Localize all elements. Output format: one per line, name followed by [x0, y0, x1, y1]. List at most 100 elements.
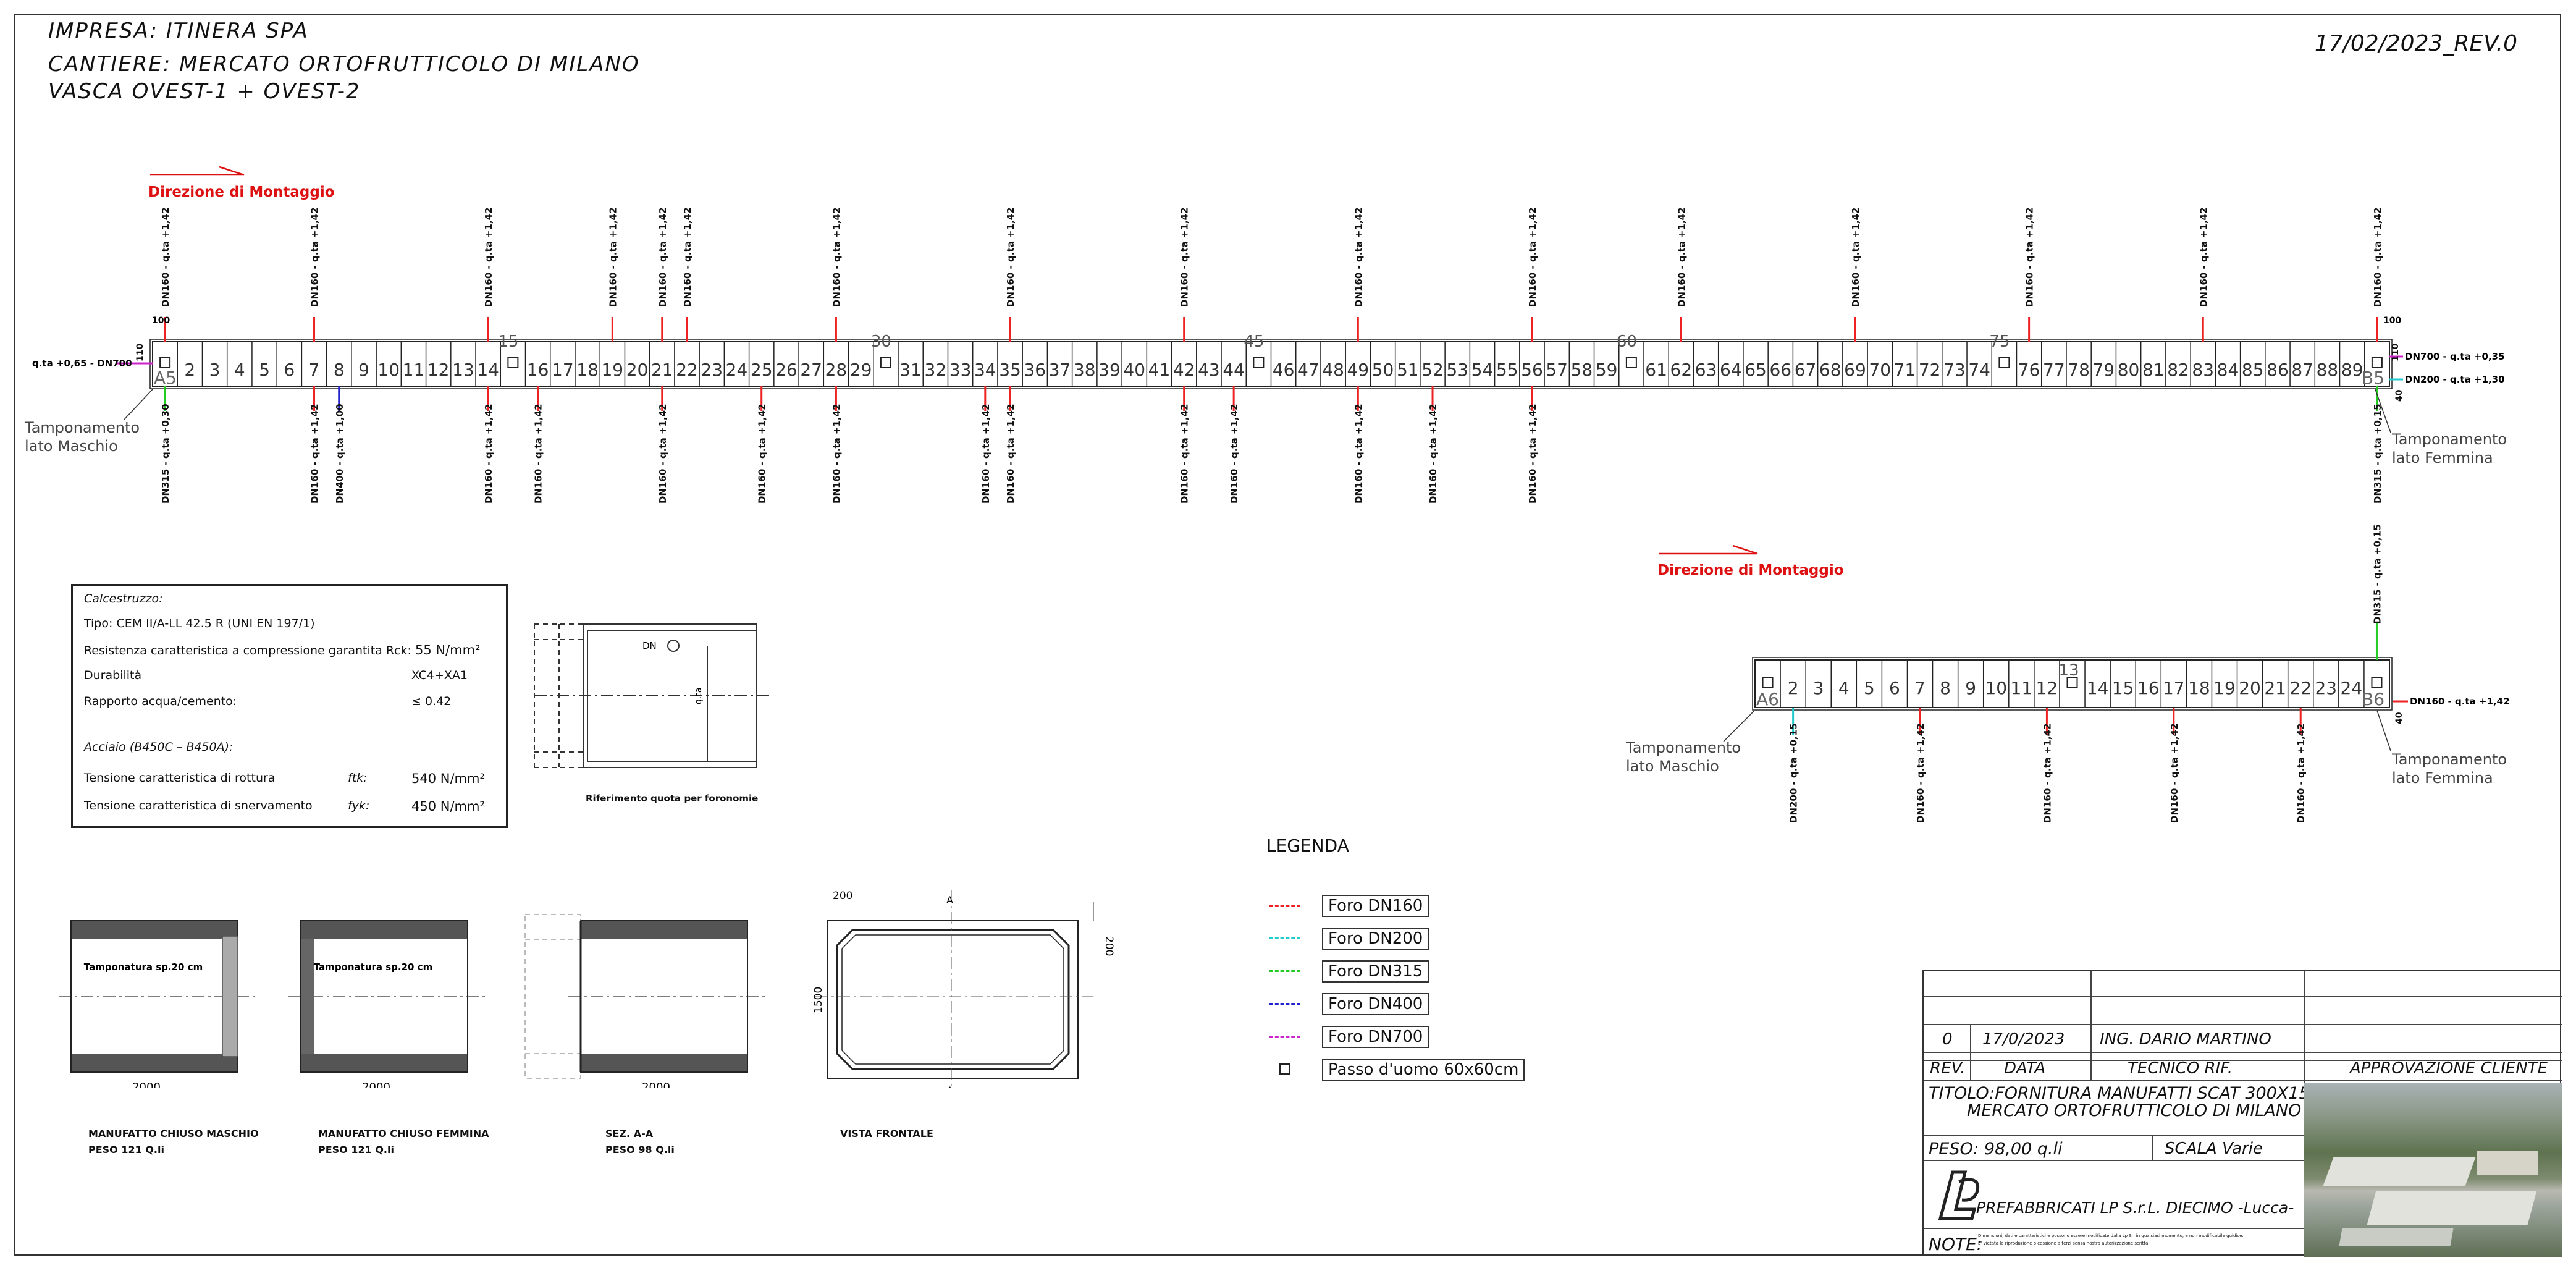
manhole-square — [2371, 357, 2383, 368]
segment-number: 25 — [751, 360, 773, 380]
strip1-left-note: q.ta +0,65 - DN700 — [32, 358, 132, 369]
strip1-start-label: A5 — [154, 368, 177, 388]
hole-label: DN160 - q.ta +1,42 — [657, 207, 668, 307]
leader-line — [123, 389, 153, 421]
segment-number: 12 — [427, 360, 450, 380]
hole-label: DN160 - q.ta +1,42 — [2169, 723, 2180, 823]
revision-code: 17/02/2023_REV.0 — [2314, 31, 2517, 56]
title-block: 0 17/0/2023 ING. DARIO MARTINO REV. DATA… — [1922, 970, 2562, 1257]
segment-number: 88 — [2317, 360, 2339, 380]
hole-label: DN160 - q.ta +1,42 — [980, 404, 991, 504]
strip2-start-label: A6 — [1756, 689, 1779, 709]
strip2-end-label: B6 — [2362, 689, 2384, 709]
top-wall — [71, 921, 238, 939]
top-wall — [301, 921, 468, 939]
segment-number: 7 — [309, 360, 320, 380]
segment-number: 8 — [334, 360, 345, 380]
strip2-outline — [1754, 659, 2390, 708]
segment-number: 16 — [2137, 678, 2160, 698]
segment-number: 3 — [209, 360, 221, 380]
segment-number: 37 — [1049, 360, 1071, 380]
concrete-title: Calcestruzzo: — [84, 592, 163, 606]
tb-weight: PESO: 98,00 q.li — [1929, 1139, 2063, 1159]
hole-label: DN160 - q.ta +1,42 — [2296, 723, 2307, 823]
segment-number: 47 — [1297, 360, 1320, 380]
tb-h-approval: APPROVAZIONE CLIENTE — [2350, 1059, 2548, 1078]
hole-label: DN400 - q.ta +1,00 — [334, 404, 345, 504]
front-view-caption: VISTA FRONTALE — [840, 1128, 933, 1139]
segment-number: 12 — [2036, 678, 2058, 698]
segment-number: 74 — [1968, 360, 1990, 380]
tb-scale: SCALA Varie — [2165, 1139, 2263, 1158]
dim-100-left: 100 — [152, 316, 170, 326]
dim-100-right: 100 — [2383, 316, 2401, 326]
tb-rev-tech: ING. DARIO MARTINO — [2100, 1030, 2271, 1049]
strip2-right-end-2: lato Femmina — [2392, 769, 2493, 787]
segment-number: 49 — [1347, 360, 1369, 380]
segment-number: 9 — [1965, 678, 1976, 698]
segment-number: 55 — [1496, 360, 1518, 380]
segment-number: 72 — [1919, 360, 1941, 380]
detail1-caption: MANUFATTO CHIUSO MASCHIO — [88, 1128, 259, 1139]
segment-number: 9 — [358, 360, 369, 380]
segment-number: 86 — [2267, 360, 2289, 380]
segment-number: 19 — [601, 360, 623, 380]
hole-label: DN160 - q.ta +1,42 — [1850, 207, 1861, 307]
segment-number: 80 — [2118, 360, 2140, 380]
segment-number: 56 — [1521, 360, 1543, 380]
segment-number: 28 — [825, 360, 848, 380]
manhole-square-icon — [1279, 1063, 1290, 1075]
segment-number: 48 — [1322, 360, 1344, 380]
legend-label: Foro DN200 — [1322, 928, 1429, 950]
legend-line-dn700 — [1269, 1036, 1300, 1038]
durability-label: Durabilità — [84, 669, 142, 682]
segment-marker: 60 — [1617, 332, 1637, 351]
segment-number: 73 — [1943, 360, 1966, 380]
dim-label: 2000 — [642, 1081, 670, 1088]
hole-label: DN160 - q.ta +1,42 — [831, 207, 842, 307]
segment-number: 57 — [1546, 360, 1568, 380]
ftk-value: 540 N/mm² — [411, 771, 485, 786]
segment-number: 6 — [284, 360, 295, 380]
aerial-site-photo — [2304, 1083, 2562, 1257]
cement-label: Tipo: — [84, 617, 113, 630]
segment-number: 81 — [2142, 360, 2165, 380]
direction-arrow-head — [219, 166, 245, 176]
segment-number: 41 — [1148, 360, 1171, 380]
hole-label: DN160 - q.ta +1,42 — [309, 404, 321, 504]
segment-number: 34 — [974, 360, 996, 380]
segment-number: 46 — [1273, 360, 1295, 380]
dim-40: 40 — [2394, 389, 2404, 402]
manhole-square — [1998, 357, 2010, 368]
fyk-symbol: fyk: — [348, 799, 370, 813]
segment-marker: 30 — [871, 332, 891, 351]
segment-number: 3 — [1813, 678, 1824, 698]
segment-number: 23 — [701, 360, 723, 380]
detail1-weight: PESO 121 Q.li — [88, 1144, 164, 1156]
segment-marker: 15 — [498, 332, 518, 351]
hole-label: DN160 - q.ta +1,42 — [309, 207, 321, 307]
hole-label: DN160 - q.ta +1,42 — [1229, 404, 1240, 504]
bottom-wall — [301, 1054, 468, 1072]
legend-label: Foro DN160 — [1322, 895, 1429, 917]
legend-line-dn315 — [1269, 970, 1300, 972]
segment-number: 51 — [1397, 360, 1419, 380]
legend-line-dn200 — [1269, 937, 1300, 939]
detail-section: 20002120 — [568, 920, 766, 1088]
segment-number: 32 — [925, 360, 947, 380]
legend-label: Passo d'uomo 60x60cm — [1322, 1059, 1525, 1081]
manhole-square — [159, 357, 171, 368]
segment-number: 4 — [1838, 678, 1850, 698]
legend-title: LEGENDA — [1266, 835, 1349, 856]
hole-label: DN160 - q.ta +1,42 — [1353, 207, 1364, 307]
strip2-right-note: DN160 - q.ta +1,42 — [2410, 696, 2510, 707]
segment-number: 13 — [452, 360, 474, 380]
tamponatura-label: Tamponatura sp.20 cm — [314, 962, 432, 973]
wc-label: Rapporto acqua/cemento: — [84, 695, 237, 708]
segment-number: 64 — [1720, 360, 1742, 380]
ftk-label: Tensione caratteristica di rottura — [84, 771, 276, 785]
ref-caption: Riferimento quota per foronomie — [586, 793, 759, 804]
tb-rev-num: 0 — [1942, 1030, 1953, 1049]
